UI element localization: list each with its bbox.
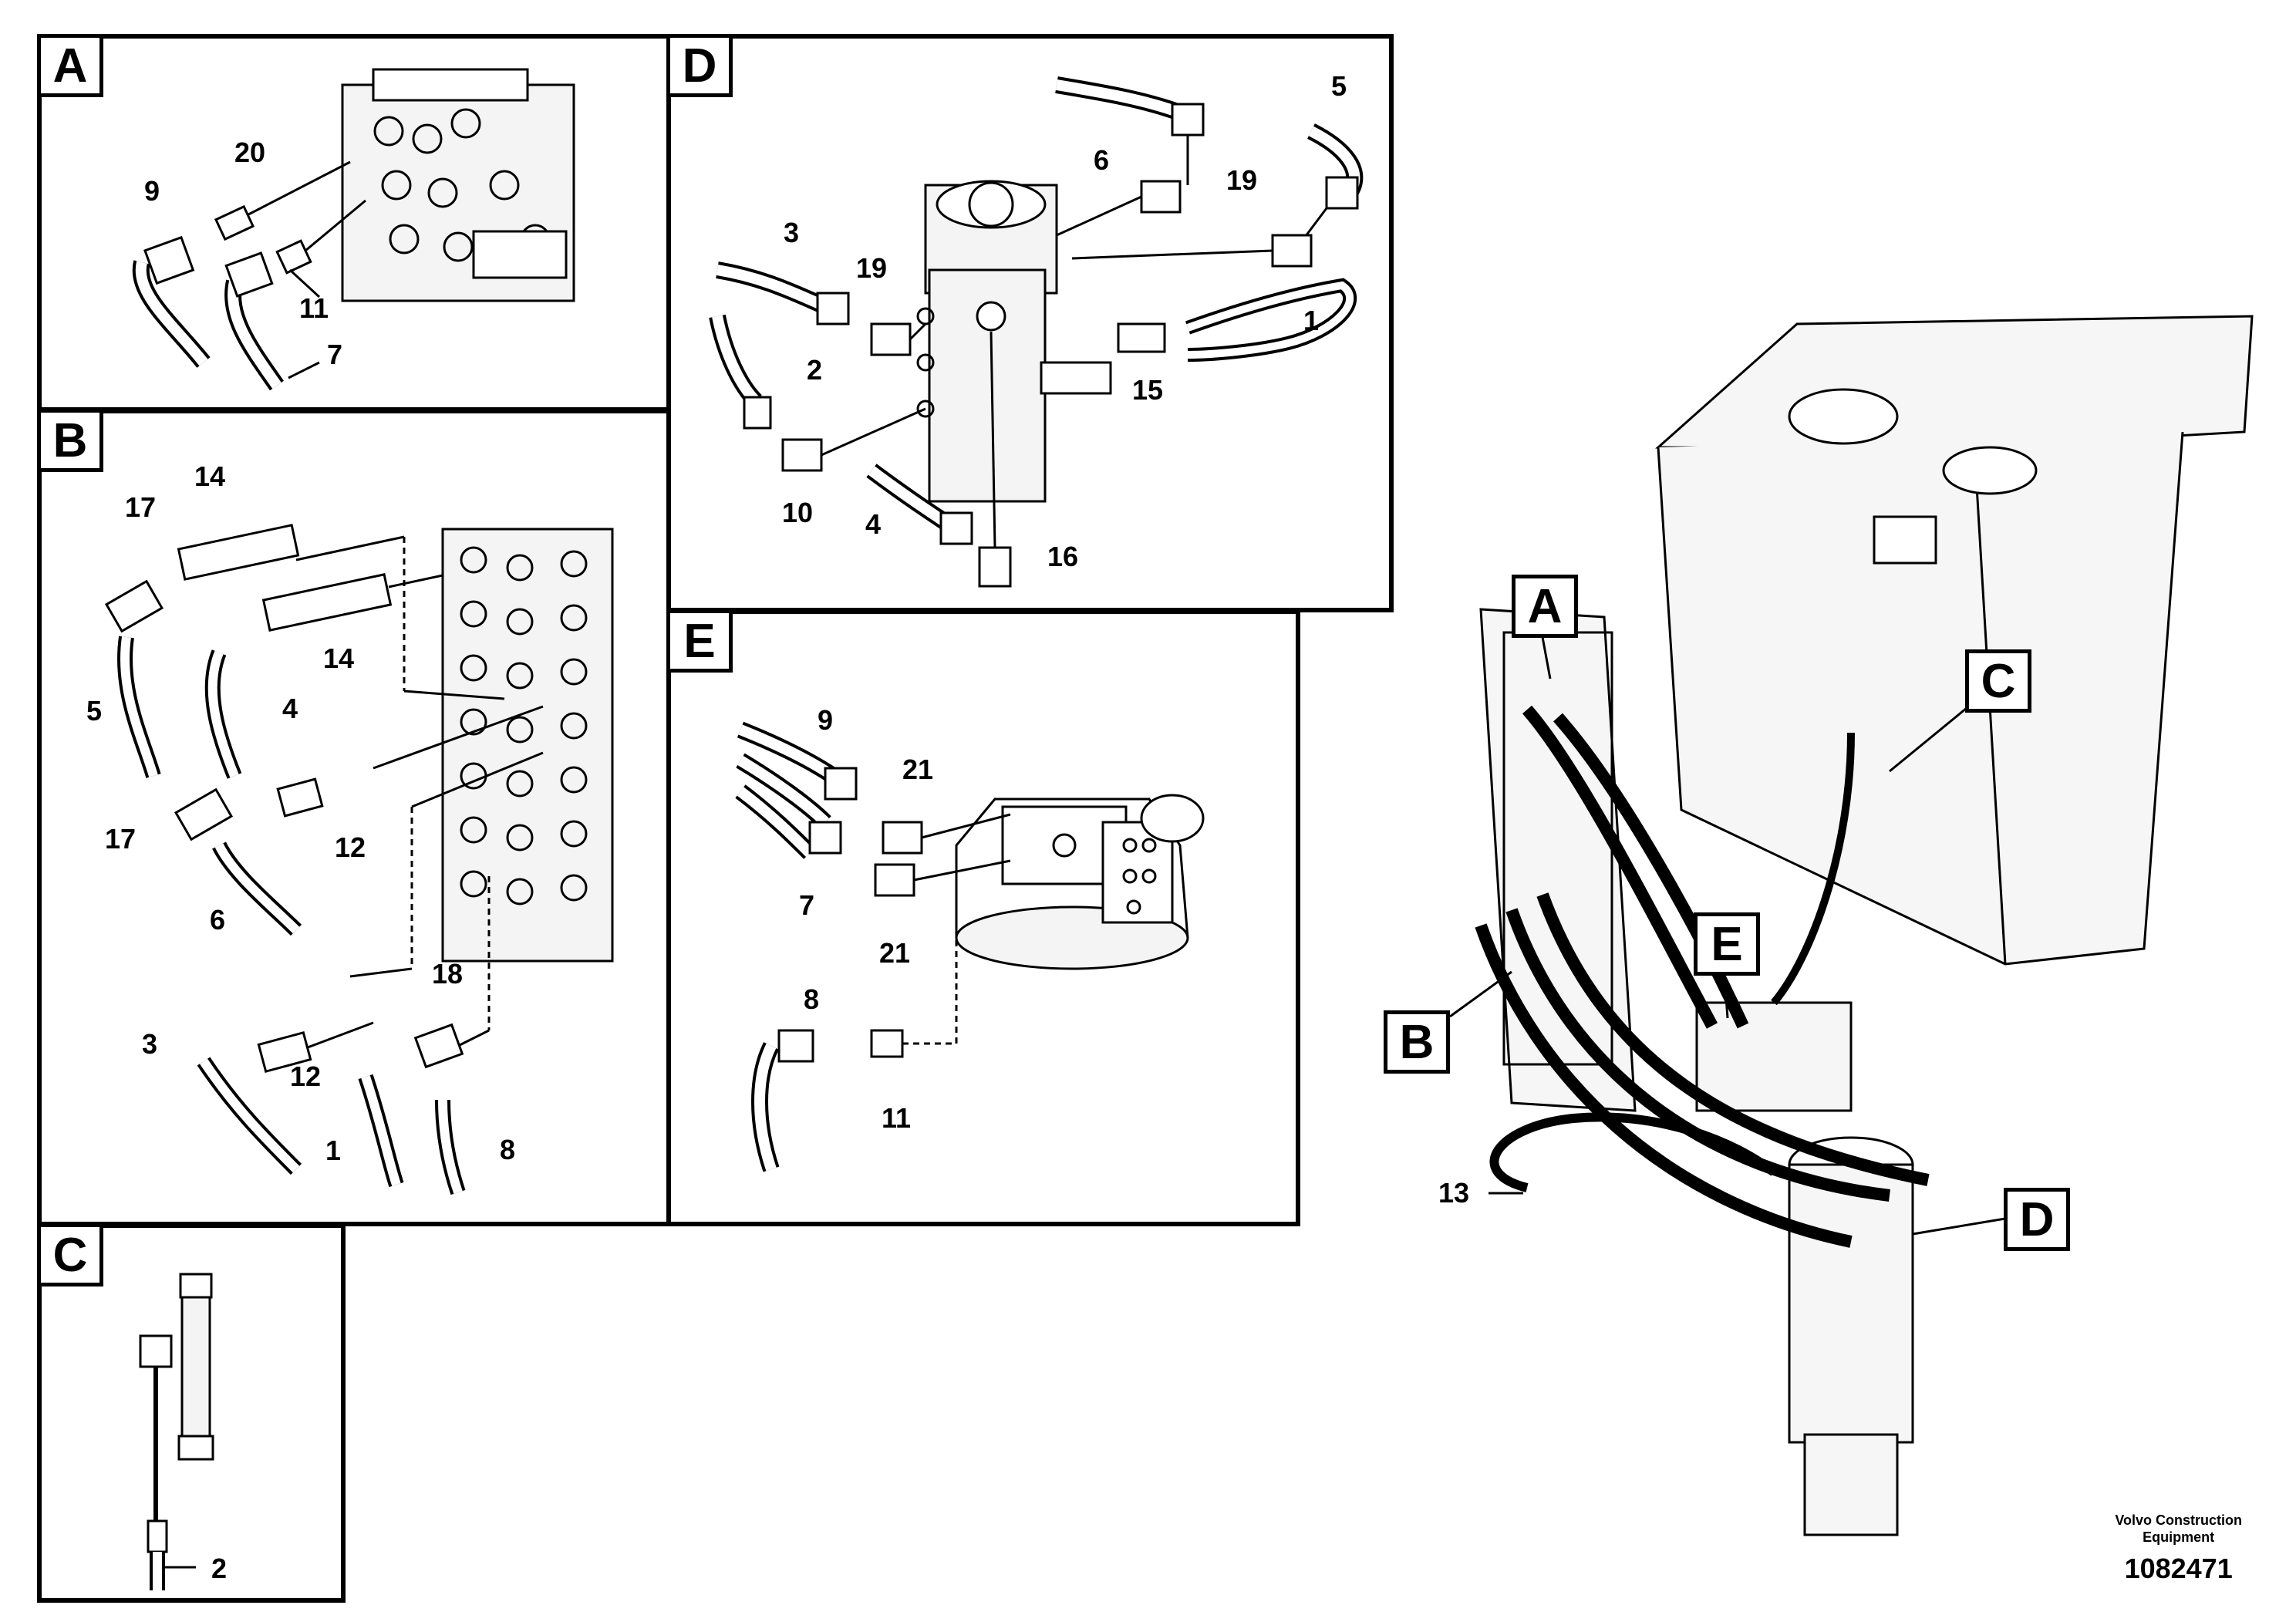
part-number-6: 6: [209, 904, 226, 936]
part-number-6: 6: [1093, 144, 1110, 176]
panel-c-drawing: [139, 1273, 214, 1590]
part-number-14-middle: 14: [322, 642, 355, 674]
part-number-2: 2: [806, 354, 823, 386]
part-number-16: 16: [1047, 541, 1079, 572]
overview-callout-a: A: [1512, 575, 1578, 638]
part-number-15: 15: [1131, 374, 1164, 406]
panel-a-label: A: [37, 34, 103, 97]
panel-d: D: [666, 34, 1394, 612]
part-number-19-left: 19: [855, 252, 888, 284]
part-number-11: 11: [298, 292, 329, 324]
part-number-1: 1: [325, 1135, 342, 1166]
part-number-8: 8: [499, 1134, 516, 1165]
panel-e-drawing: [735, 721, 1205, 1172]
part-number-7: 7: [798, 889, 815, 921]
part-number-3: 3: [141, 1028, 158, 1060]
part-number-17-lower: 17: [104, 823, 137, 855]
part-number-9: 9: [817, 704, 834, 736]
part-number-11: 11: [881, 1102, 912, 1134]
part-number-2: 2: [211, 1553, 228, 1584]
part-number-5: 5: [86, 695, 103, 727]
part-number-19-top: 19: [1226, 164, 1258, 196]
part-number-8: 8: [803, 983, 820, 1015]
part-number-21-top: 21: [902, 754, 934, 785]
panel-c: C 2: [37, 1223, 346, 1603]
panel-b-label: B: [37, 409, 103, 472]
part-number-14-top: 14: [194, 460, 226, 492]
part-number-21-lower: 21: [878, 937, 911, 969]
document-number: 1082471: [2124, 1553, 2233, 1584]
part-number-3: 3: [783, 217, 800, 248]
panel-b: B: [37, 409, 671, 1226]
panel-d-drawing: [709, 76, 1364, 588]
overview-callout-d: D: [2004, 1188, 2070, 1251]
panel-b-drawing: [104, 524, 614, 1195]
part-number-5: 5: [1330, 70, 1347, 102]
part-number-18: 18: [431, 958, 464, 990]
overview-callout-b: B: [1384, 1010, 1450, 1074]
part-number-12-lower: 12: [289, 1061, 322, 1092]
panel-a-drawing: [132, 68, 575, 391]
part-number-1: 1: [1303, 305, 1320, 336]
footer: Volvo Construction Equipment 1082471: [2115, 1512, 2242, 1586]
part-number-9: 9: [143, 175, 160, 207]
panel-e: E: [666, 609, 1300, 1226]
part-number-20: 20: [234, 137, 266, 168]
panel-c-label: C: [37, 1223, 103, 1286]
part-number-7: 7: [326, 339, 343, 370]
panel-a: A 9 20 11 7: [37, 34, 671, 412]
panel-e-label: E: [666, 609, 733, 673]
part-number-12-middle: 12: [334, 831, 366, 863]
panel-d-label: D: [666, 34, 733, 97]
company-name-line1: Volvo Construction: [2115, 1512, 2242, 1528]
overview-callout-c: C: [1965, 649, 2031, 713]
overview-callout-e: E: [1694, 912, 1760, 976]
part-number-4: 4: [282, 693, 298, 724]
part-number-17-top: 17: [124, 491, 157, 523]
company-name-line2: Equipment: [2143, 1529, 2215, 1545]
part-number-10: 10: [781, 497, 814, 528]
part-number-13: 13: [1438, 1177, 1470, 1209]
part-number-4: 4: [865, 508, 882, 540]
